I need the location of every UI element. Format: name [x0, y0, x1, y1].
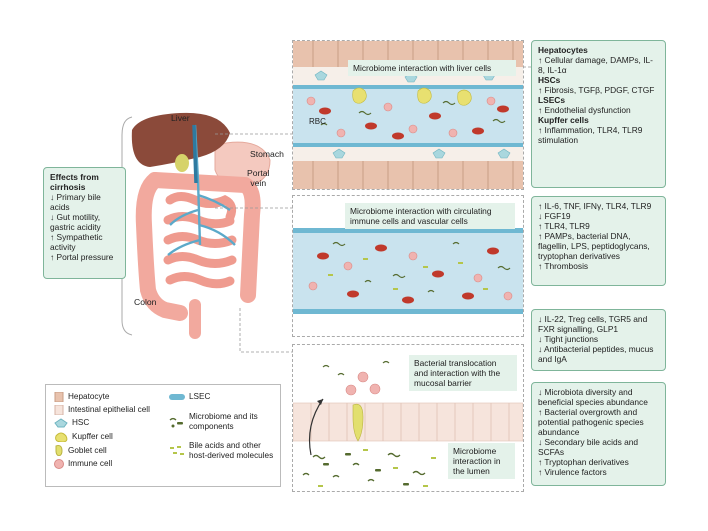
lumen-line: ↓ Secondary bile acids and SCFAs [538, 437, 639, 457]
stomach-label: Stomach [250, 149, 284, 159]
microbiome-icon [169, 417, 183, 428]
intestinal-mucosa-illustration [292, 360, 524, 487]
legend-item: HSC [54, 418, 89, 428]
effects-from-cirrhosis-box: Effects from cirrhosis ↓ Primary bile ac… [43, 167, 126, 279]
colon-label: Colon [134, 297, 157, 307]
legend-label: Intestinal epithelial cell [68, 405, 150, 414]
blood-vessel-illustration [293, 228, 523, 314]
mucosa-line: ↓ IL-22, Treg cells, TGR5 and FXR signal… [538, 314, 648, 334]
lumen-line: ↑ Tryptophan derivatives [538, 457, 629, 467]
circulating-callout: Microbiome interaction with circulating … [345, 203, 515, 229]
goblet-cell-icon [55, 445, 63, 456]
kupffer-cells-title: Kupffer cells [538, 115, 589, 125]
circulation-panel [292, 195, 524, 337]
legend: Hepatocyte Intestinal epithelial cell HS… [45, 384, 281, 487]
circulation-line: ↑ TLR4, TLR9 [538, 221, 590, 231]
hepatocytes-line: ↑ Cellular damage, DAMPs, IL-8, IL-1α [538, 55, 653, 75]
legend-label: HSC [72, 418, 90, 427]
intestinal-epithelial-cell-icon [54, 405, 64, 415]
kupffer-cell-icon [55, 432, 68, 442]
legend-label: Goblet cell [68, 445, 107, 455]
rbc-label: RBC [309, 117, 326, 126]
liver-label: Liver [171, 113, 190, 123]
legend-item: Immune cell [54, 459, 112, 469]
legend-label: Bile acids and other host-derived molecu… [189, 441, 274, 460]
hsc-icon [54, 418, 68, 428]
legend-item: LSEC [169, 392, 210, 402]
lsecs-line: ↑ Endothelial dysfunction [538, 105, 631, 115]
lumen-effects-box: ↓ Microbiota diversity and beneficial sp… [531, 382, 666, 486]
lsec-icon [169, 394, 185, 400]
legend-label: LSEC [189, 392, 211, 401]
immune-cell-icon [54, 459, 64, 469]
lsecs-title: LSECs [538, 95, 565, 105]
portal-vein-label: Portal vein [247, 168, 270, 188]
legend-label: Microbiome and its components [189, 412, 258, 431]
intestine-panel [292, 344, 524, 492]
hscs-line: ↑ Fibrosis, TGFβ, PDGF, CTGF [538, 85, 655, 95]
mucosa-effects-box: ↓ IL-22, Treg cells, TGR5 and FXR signal… [531, 309, 666, 371]
lumen-line: ↓ Microbiota diversity and beneficial sp… [538, 387, 648, 407]
hepatocyte-icon [54, 392, 64, 402]
circulation-line: ↓ FGF19 [538, 211, 571, 221]
circulation-line: ↑ PAMPs, bacterial DNA, flagellin, LPS, … [538, 231, 650, 261]
effects-line: ↑ Sympathetic activity [50, 232, 103, 252]
legend-item: Bile acids and other host-derived molecu… [169, 441, 277, 461]
translocation-callout: Bacterial translocation and interaction … [409, 355, 517, 391]
bile-acids-icon [170, 446, 184, 455]
mucosa-line: ↓ Tight junctions [538, 334, 599, 344]
hscs-title: HSCs [538, 75, 561, 85]
circulation-line: ↑ Thrombosis [538, 261, 589, 271]
effects-line: ↑ Portal pressure [50, 252, 114, 262]
kupffer-cells-line: ↑ Inflammation, TLR4, TLR9 stimulation [538, 125, 643, 145]
circulation-line: ↑ IL-6, TNF, IFNγ, TLR4, TLR9 [538, 201, 652, 211]
hepatocytes-title: Hepatocytes [538, 45, 588, 55]
legend-item: Kupffer cell [54, 431, 113, 442]
effects-line: ↓ Primary bile acids [50, 192, 101, 212]
legend-item: Goblet cell [54, 445, 107, 456]
circulation-effects-box: ↑ IL-6, TNF, IFNγ, TLR4, TLR9 ↓ FGF19 ↑ … [531, 196, 666, 286]
liver-cells-callout: Microbiome interaction with liver cells [348, 60, 516, 76]
lumen-line: ↑ Bacterial overgrowth and potential pat… [538, 407, 644, 437]
legend-item: Microbiome and its components [169, 412, 274, 432]
effects-title: Effects from cirrhosis [50, 172, 99, 192]
lumen-callout: Microbiome interaction in the lumen [448, 443, 515, 479]
effects-line: ↓ Gut motility, gastric acidity [50, 212, 101, 232]
legend-label: Kupffer cell [72, 431, 113, 441]
liver-cells-effects-box: Hepatocytes ↑ Cellular damage, DAMPs, IL… [531, 40, 666, 188]
legend-item: Hepatocyte [54, 392, 109, 402]
legend-item: Intestinal epithelial cell [54, 405, 150, 415]
gut-liver-anatomy [121, 112, 271, 339]
lumen-line: ↑ Virulence factors [538, 467, 607, 477]
legend-label: Hepatocyte [68, 392, 110, 401]
legend-label: Immune cell [68, 459, 113, 468]
mucosa-line: ↓ Antibacterial peptides, mucus and IgA [538, 344, 654, 364]
